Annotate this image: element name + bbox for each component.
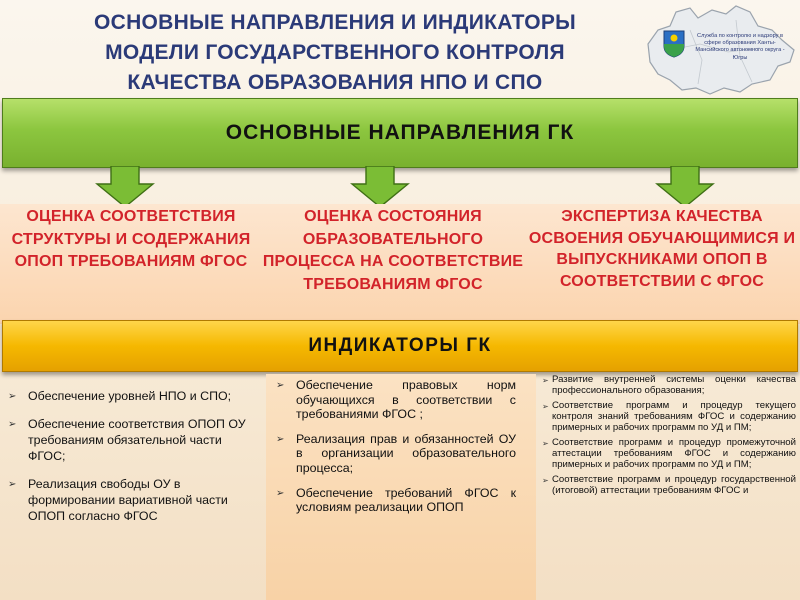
bullet-arrow-icon: ➢ — [276, 487, 285, 499]
bullet-arrow-icon: ➢ — [8, 479, 17, 490]
bullet-arrow-icon: ➢ — [8, 419, 17, 430]
region-map-icon — [640, 0, 800, 98]
list-item: ➢ Развитие внутренней системы оценки кач… — [542, 374, 796, 396]
bullet-arrow-icon: ➢ — [542, 402, 549, 411]
list-item: ➢ Реализация свободы ОУ в формировании в… — [8, 477, 228, 523]
page-title: ОСНОВНЫЕ НАПРАВЛЕНИЯ И ИНДИКАТОРЫ МОДЕЛИ… — [40, 8, 630, 98]
list-item: ➢ Обеспечение требований ФГОС к условиям… — [276, 485, 516, 515]
bullet-arrow-icon: ➢ — [8, 391, 17, 402]
indicators-column-3: ➢ Развитие внутренней системы оценки кач… — [536, 374, 800, 600]
bullet-arrow-icon: ➢ — [542, 376, 549, 385]
list-item: ➢ Обеспечение правовых норм обучающихся … — [276, 378, 516, 422]
list-item: ➢ Соответствие программ и процедур проме… — [542, 437, 796, 470]
title-line-1: ОСНОВНЫЕ НАПРАВЛЕНИЯ И ИНДИКАТОРЫ — [93, 11, 577, 34]
direction-educational-process: ОЦЕНКА СОСТОЯНИЯ ОБРАЗОВАТЕЛЬНОГО ПРОЦЕС… — [262, 208, 524, 293]
main-directions-label: ОСНОВНЫЕ НАПРАВЛЕНИЯ ГК — [225, 121, 575, 144]
title-line-3: КАЧЕСТВА ОБРАЗОВАНИЯ НПО И СПО — [127, 71, 543, 94]
list-item: ➢ Обеспечение уровней НПО и СПО; — [8, 389, 232, 403]
list-item: ➢ Обеспечение соответствия ОПОП ОУ требо… — [8, 417, 246, 463]
bullet-arrow-icon: ➢ — [542, 476, 549, 485]
title-line-2: МОДЕЛИ ГОСУДАРСТВЕННОГО КОНТРОЛЯ — [105, 41, 565, 64]
bullet-arrow-icon: ➢ — [276, 380, 285, 391]
direction-quality-expertise: ЭКСПЕРТИЗА КАЧЕСТВА ОСВОЕНИЯ ОБУЧАЮЩИМИС… — [528, 208, 796, 290]
list-item: ➢ Соответствие программ и процедур текущ… — [542, 400, 796, 433]
bullet-arrow-icon: ➢ — [276, 433, 285, 445]
indicators-column-1: ➢ Обеспечение уровней НПО и СПО; ➢ Обесп… — [0, 374, 266, 600]
bullet-arrow-icon: ➢ — [542, 439, 549, 448]
indicators-label: ИНДИКАТОРЫ ГК — [308, 335, 492, 356]
coat-of-arms-icon — [663, 30, 685, 58]
arrow-down-icon — [655, 166, 715, 208]
list-item: ➢ Реализация прав и обязанностей ОУ в ор… — [276, 431, 516, 475]
list-item: ➢ Соответствие программ и процедур госуд… — [542, 474, 796, 496]
arrow-down-icon — [350, 166, 410, 208]
logo-caption: Служба по контролю и надзору в сфере обр… — [695, 33, 785, 61]
directions-band — [0, 204, 800, 324]
arrow-down-icon — [95, 166, 155, 208]
direction-structure-content: ОЦЕНКА СООТВЕТСТВИЯ СТРУКТУРЫ И СОДЕРЖАН… — [11, 208, 251, 271]
main-directions-bar: ОСНОВНЫЕ НАПРАВЛЕНИЯ ГК — [2, 98, 798, 168]
indicators-bar: ИНДИКАТОРЫ ГК — [2, 320, 798, 372]
indicators-column-2: ➢ Обеспечение правовых норм обучающихся … — [266, 374, 536, 600]
